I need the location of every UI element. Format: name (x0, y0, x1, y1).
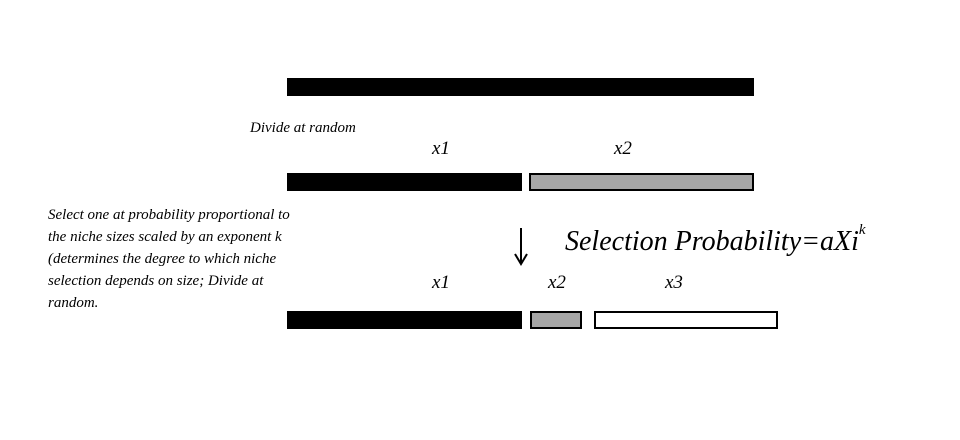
step1-label-x1: x1 (432, 138, 450, 159)
step2-segment-x2 (530, 311, 582, 329)
full-niche-bar (287, 78, 754, 96)
selection-probability-formula: Selection Probability=aXik (565, 222, 866, 258)
down-arrow-icon (514, 228, 528, 266)
selection-rule-description: Select one at probability proportional t… (48, 204, 368, 314)
description-line: Select one at probability proportional t… (48, 207, 290, 223)
step1-label-x2: x2 (614, 138, 632, 159)
step2-segment-x3 (594, 311, 778, 329)
step1-segment-x2 (529, 173, 754, 191)
divide-at-random-caption: Divide at random (250, 120, 356, 136)
step2-segment-x1 (287, 311, 522, 329)
step1-segment-x1 (287, 173, 522, 191)
formula-text: Selection Probability=aXi (565, 226, 859, 257)
step2-label-x3: x3 (665, 272, 683, 293)
step2-label-x2: x2 (548, 272, 566, 293)
formula-exponent: k (858, 222, 866, 238)
description-line: the niche sizes scaled by an exponent k (48, 229, 282, 245)
description-line: random. (48, 295, 99, 311)
description-line: (determines the degree to which niche (48, 251, 277, 267)
description-line: selection depends on size; Divide at (48, 273, 264, 289)
step2-label-x1: x1 (432, 272, 450, 293)
